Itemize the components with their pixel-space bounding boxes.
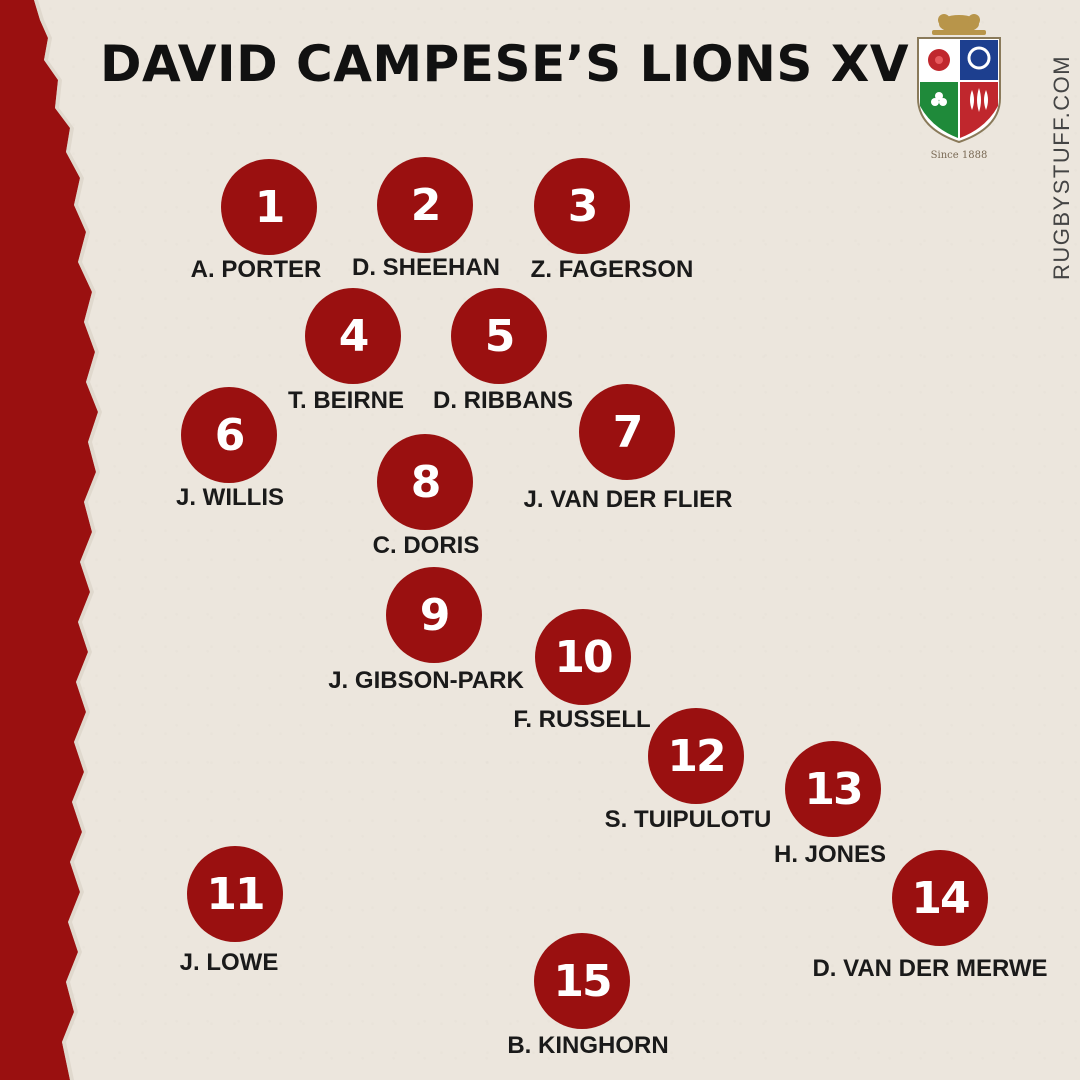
- player-name: D. VAN DER MERWE: [812, 955, 1048, 982]
- player-name: S. TUIPULOTU: [604, 806, 772, 833]
- lions-crest-icon: Since 1888: [917, 14, 1001, 161]
- website-watermark: RUGBYSTUFF.COM: [1049, 54, 1074, 280]
- crest-since-text: Since 1888: [931, 150, 988, 161]
- jersey-number-badge: 2: [377, 157, 473, 253]
- jersey-number-badge: 13: [785, 741, 881, 837]
- player-name: B. KINGHORN: [507, 1032, 669, 1059]
- player-name: J. GIBSON-PARK: [328, 667, 524, 694]
- player-name: C. DORIS: [372, 532, 480, 559]
- jersey-number-badge: 3: [534, 158, 630, 254]
- player-name: H. JONES: [773, 841, 887, 868]
- player-name: Z. FAGERSON: [530, 256, 694, 283]
- player-name: F. RUSSELL: [513, 706, 651, 733]
- player-name: J. WILLIS: [176, 484, 284, 511]
- jersey-number-badge: 4: [305, 288, 401, 384]
- jersey-number-badge: 1: [221, 159, 317, 255]
- jersey-number-badge: 15: [534, 933, 630, 1029]
- jersey-number-badge: 11: [187, 846, 283, 942]
- jersey-number-badge: 12: [648, 708, 744, 804]
- player-name: A. PORTER: [190, 256, 322, 283]
- jersey-number-badge: 9: [386, 567, 482, 663]
- player-name: J. LOWE: [179, 949, 279, 976]
- player-name: J. VAN DER FLIER: [523, 486, 733, 513]
- page-title: DAVID CAMPESE’S LIONS XV: [100, 35, 910, 93]
- jersey-number-badge: 10: [535, 609, 631, 705]
- jersey-number-badge: 6: [181, 387, 277, 483]
- jersey-number-badge: 7: [579, 384, 675, 480]
- player-name: D. RIBBANS: [432, 387, 574, 414]
- player-name: T. BEIRNE: [287, 387, 405, 414]
- jersey-number-badge: 14: [892, 850, 988, 946]
- torn-red-edge: [0, 0, 102, 1080]
- jersey-number-badge: 8: [377, 434, 473, 530]
- player-name: D. SHEEHAN: [351, 254, 501, 281]
- jersey-number-badge: 5: [451, 288, 547, 384]
